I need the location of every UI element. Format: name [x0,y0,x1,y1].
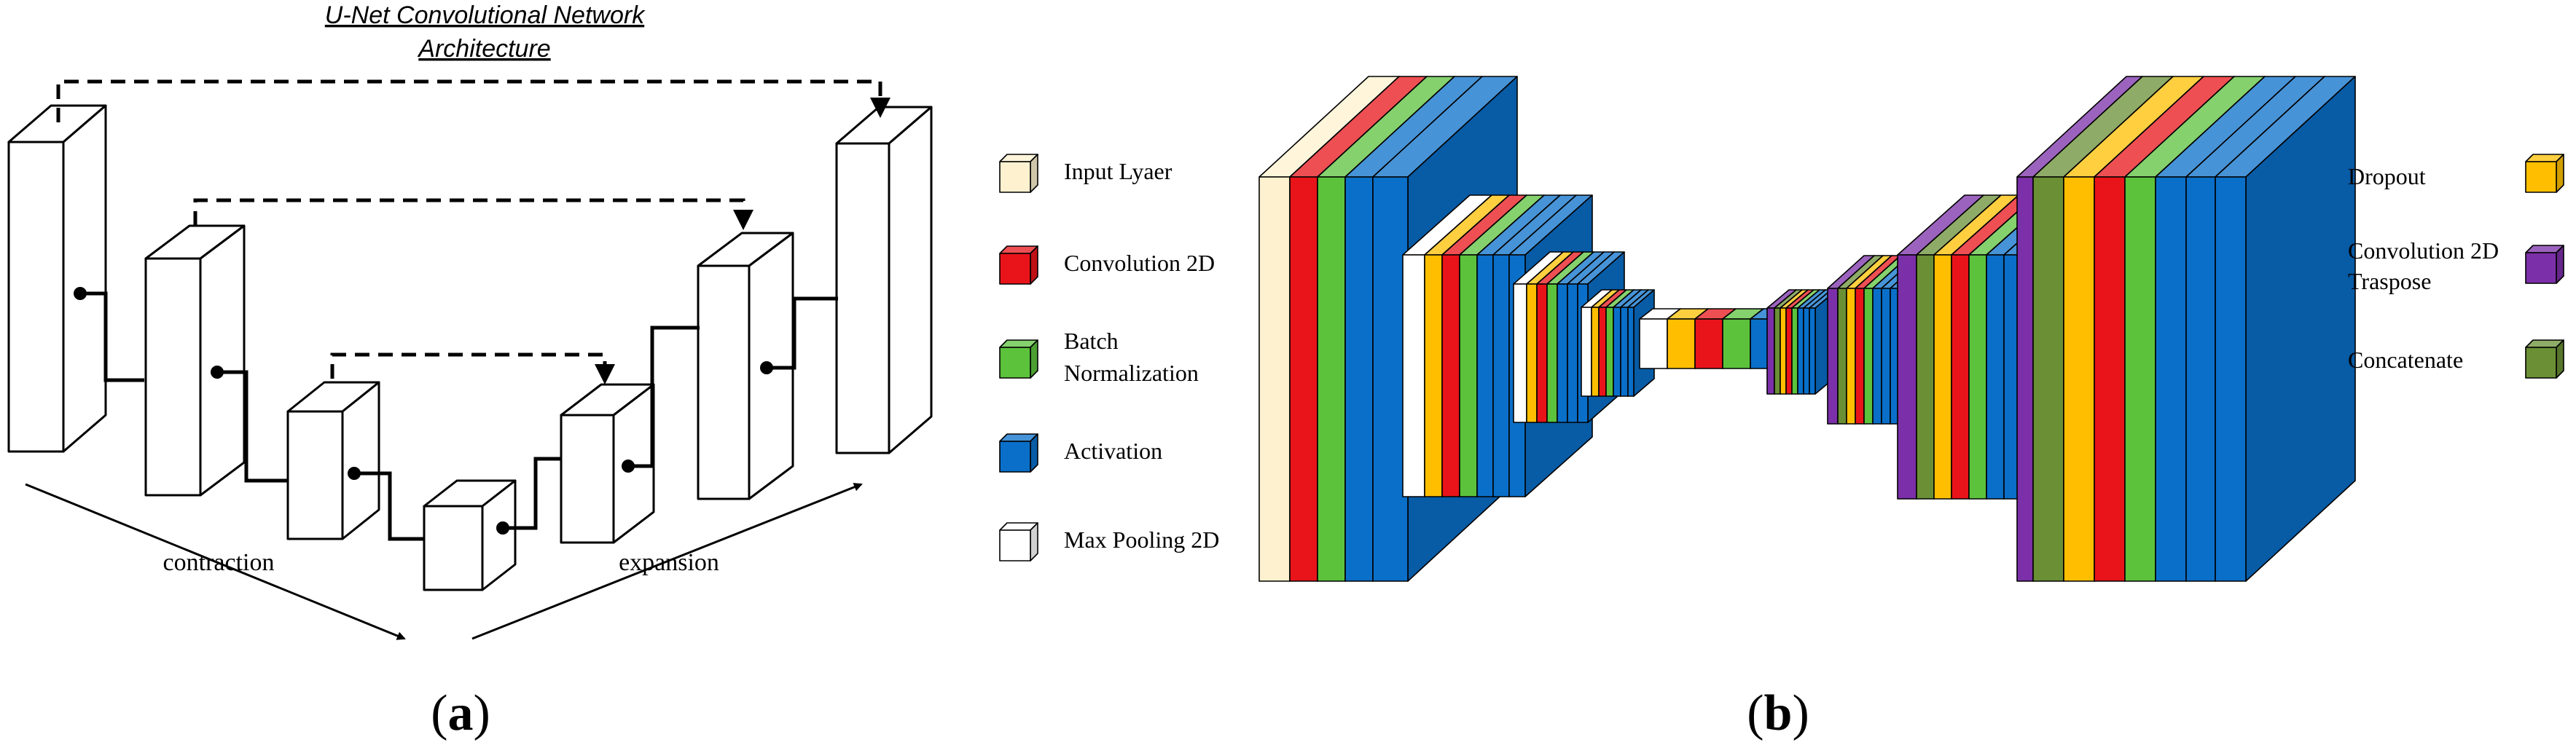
connector-dot [496,521,509,535]
unet-blocks [7,104,933,591]
expansion-arrow [471,483,863,640]
legend-swatch [999,522,1038,561]
legend-label: Concatenate [2348,347,2463,373]
panel-b-tag-close: ) [1792,685,1809,741]
legend-label: Convolution 2D [1064,250,1215,276]
legend-swatch [2525,339,2564,379]
connector-2 [217,370,288,483]
skip-connection-2 [193,198,745,226]
legend-label: Traspose [2348,268,2431,294]
panel-b-tag-open: ( [1747,685,1763,741]
contraction-label: contraction [163,549,275,576]
panel-a-tag-open: ( [431,685,447,741]
expansion-label: expansion [619,549,719,576]
skip-connection-3 [330,352,607,379]
legend-label: Input Lyaer [1064,158,1172,184]
panel-a-tag-close: ) [474,685,490,741]
skip-arrowheads [595,98,890,385]
skip-arrowhead-3 [595,364,615,385]
layer-slab [2215,76,2356,582]
connector-dots [74,287,773,535]
skip-connection-1 [56,79,882,122]
panel-a: U-Net Convolutional Network Architecture [7,1,933,741]
legend-swatch [999,433,1038,473]
flow-arrows [25,483,863,640]
legend-swatch [999,245,1038,285]
unet-block [286,381,380,540]
panel-a-title-line1: U-Net Convolutional Network [325,1,646,29]
legend-label: Max Pooling 2D [1064,527,1219,553]
panel-a-tag-letter: a [448,685,474,741]
connector-dot [74,287,87,300]
connector-3 [354,471,424,541]
legend-swatch [999,339,1038,379]
connector-dot [211,366,224,379]
legend-label: Activation [1064,438,1162,464]
panel-a-title-line2: Architecture [417,35,550,63]
legend-label: Convolution 2D [2348,237,2499,264]
unet-block [835,106,933,454]
unet-block [144,224,246,497]
connector-5 [628,326,700,468]
panel-b-tag-letter: b [1764,685,1793,741]
network-layer-stacks [1258,76,2356,582]
legend-swatch [999,154,1038,193]
unet-block [7,104,107,453]
unet-block [423,479,517,591]
unet-block [560,383,655,544]
legend-swatch [2525,154,2564,193]
legend-label: Batch [1064,328,1119,354]
connector-4 [503,457,561,530]
connector-6 [767,296,838,370]
skip-arrowhead-1 [870,98,890,118]
legend-swatch [2525,245,2564,284]
connector-dot [622,460,635,473]
panel-a-tag: (a) [431,685,490,741]
contraction-arrow [25,483,406,640]
skip-arrowhead-2 [733,210,753,230]
block-connectors [80,291,838,541]
connector-1 [80,291,144,382]
connector-dot [760,361,773,374]
connector-dot [348,467,361,480]
legend-label: Dropout [2348,163,2426,189]
legend-label: Normalization [1064,360,1199,386]
skip-connections [56,79,882,379]
panel-b-tag: (b) [1747,685,1809,741]
